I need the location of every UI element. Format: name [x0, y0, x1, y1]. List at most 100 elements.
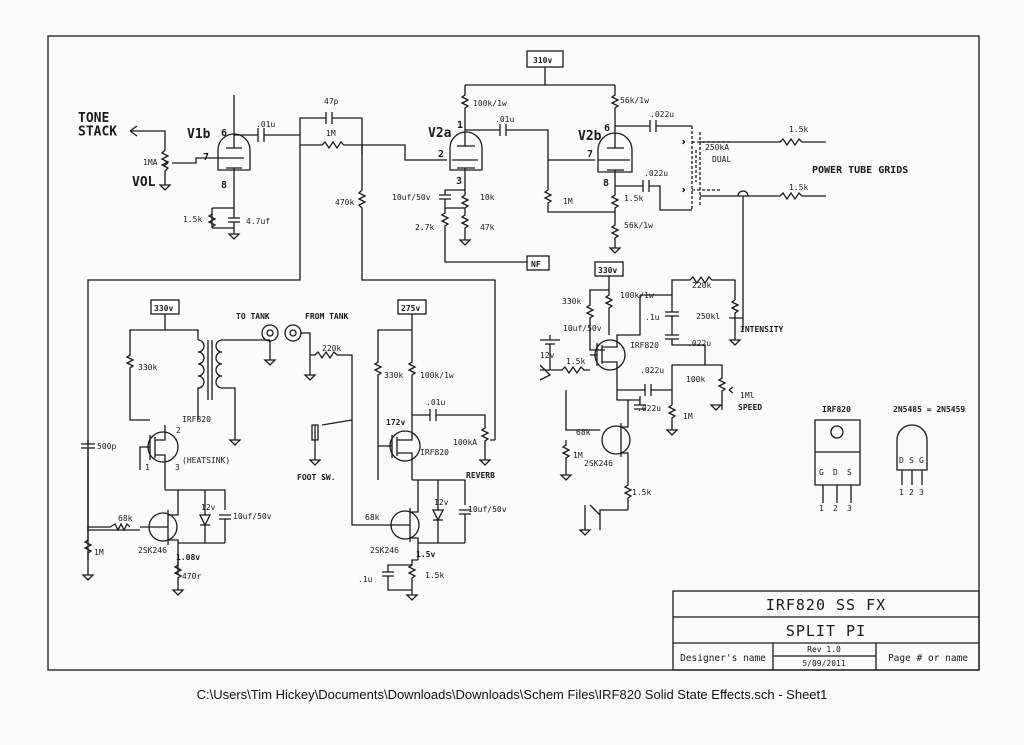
- r-220k-b-value: 220k: [692, 281, 711, 290]
- revision-label: Rev 1.0: [807, 645, 841, 654]
- designer-label: Designer's name: [680, 653, 766, 664]
- page-label: Page # or name: [888, 653, 968, 664]
- v-108-label: 1.08v: [176, 553, 200, 562]
- v2a-pin-plate: 1: [457, 120, 463, 131]
- v2a-pin-grid: 2: [438, 149, 444, 160]
- r-470r-value: 470r: [182, 572, 201, 581]
- c-01u-a-value: .01u: [256, 120, 275, 129]
- r-1m-d-value: 1M: [683, 412, 693, 421]
- jfet-b-value: 2SK246: [370, 546, 399, 555]
- nf-label: NF: [531, 260, 541, 269]
- irf820-tab-hole: [830, 425, 844, 439]
- r-470r: [171, 560, 185, 596]
- jfet-a-value: 2SK246: [138, 546, 167, 555]
- heatsink-label: (HEATSINK): [182, 456, 230, 465]
- title-block-subtitle: SPLIT PI: [786, 622, 866, 640]
- irf820-pin-d: D: [833, 468, 838, 477]
- footer-file-path: C:\Users\Tim Hickey\Documents\Downloads\…: [196, 687, 828, 702]
- c-022u-a-value: .022u: [650, 110, 674, 119]
- trem-zener-network: [539, 330, 605, 381]
- vol-pot-value: 1MA: [143, 158, 158, 167]
- c-022u-c-value: .022u: [687, 339, 711, 348]
- r-1m-a-value: 1M: [326, 129, 336, 138]
- tone-stack-arrow: [129, 125, 166, 150]
- v2b-pin-grid: 7: [587, 149, 593, 160]
- jfet-c-input: [559, 390, 600, 481]
- r-15k-out1-value: 1.5k: [789, 125, 808, 134]
- sheet-border: [47, 35, 980, 671]
- r-1m-b-wire: [543, 160, 615, 213]
- jfet-a-leads: [81, 489, 179, 581]
- c-01u-b-value: .01u: [495, 115, 514, 124]
- dual-label: DUAL: [712, 155, 731, 164]
- mosfet-b-leads: [378, 415, 413, 480]
- jfet-num-2: 2: [909, 488, 914, 497]
- b-plus-rail: [460, 67, 620, 130]
- foot-switch-jack: [308, 424, 322, 466]
- c-01u-a: [234, 128, 300, 142]
- c-10uf50v-b-value: 10uf/50v: [233, 512, 272, 521]
- feedback-network: [87, 112, 363, 560]
- intensity-label: INTENSITY: [740, 325, 784, 334]
- mosfet-b-body: [389, 430, 421, 462]
- foot-sw-label: FOOT SW.: [297, 473, 336, 482]
- mosfet-a-pin1: 1: [145, 463, 150, 472]
- jfet-b-source-network: [382, 559, 419, 601]
- v1b-pin-plate: 6: [221, 128, 227, 139]
- from-tank-jack-center: [289, 329, 297, 337]
- date-label: 5/09/2011: [802, 659, 846, 668]
- r-220k-a-value: 220k: [322, 344, 341, 353]
- to-tank-jack-center: [266, 329, 274, 337]
- c-022u-d-value: .022u: [640, 366, 664, 375]
- r-100k1w-c-value: 100k/1w: [620, 291, 654, 300]
- jfet-b-network: [380, 479, 471, 560]
- c-1u-b-value: .1u: [645, 313, 660, 322]
- v1b-electrodes: [224, 95, 244, 200]
- irf820-pinout-title: IRF820: [822, 405, 851, 414]
- r-330k-a-value: 330k: [138, 363, 157, 372]
- r-68k-c-value: 68k: [576, 428, 591, 437]
- from-tank-label: FROM TANK: [305, 312, 349, 321]
- c-500p-value: 500p: [97, 442, 116, 451]
- mosfet-c-body: [594, 339, 626, 371]
- trem-network-top: [585, 275, 743, 346]
- r-15k-out2-value: 1.5k: [789, 183, 808, 192]
- r-15k-a-value: 1.5k: [624, 194, 643, 203]
- c-022u-e-value: .022u: [637, 404, 661, 413]
- supply-330v-b: 330v: [598, 266, 617, 275]
- mosfet-a-value: IRF820: [182, 415, 211, 424]
- mosfet-a-body: [147, 431, 179, 463]
- irf820-num-1: 1: [819, 504, 824, 513]
- jfet-pinout-title: 2N5485 = 2N5459: [893, 405, 965, 414]
- irf820-num-2: 2: [833, 504, 838, 513]
- output-resistors: [700, 137, 826, 330]
- v2b-label: V2b: [578, 129, 602, 144]
- recovery-plate-network: [373, 314, 417, 480]
- power-tube-grids-label: POWER TUBE GRIDS: [812, 165, 908, 176]
- to-tank-gnd: [263, 341, 277, 366]
- irf820-pin-s: S: [847, 468, 852, 477]
- r-330k-c-value: 330k: [562, 297, 581, 306]
- v2a-grid-wire: [362, 144, 447, 161]
- pot-250ka-value: 250kA: [705, 143, 729, 152]
- r-68k-a-value: 68k: [118, 514, 133, 523]
- r-27k-value: 2.7k: [415, 223, 434, 232]
- dual-pot-250ka: [680, 126, 730, 210]
- v1b-cathode-network: [207, 200, 241, 240]
- v1b-pin-cath: 8: [221, 180, 227, 191]
- trem-phase-network: [665, 295, 727, 405]
- r-100k-d-value: 100k: [686, 375, 705, 384]
- r-15k-d-value: 1.5k: [632, 488, 651, 497]
- v2a-tube: [449, 130, 483, 190]
- trem-feedback-caps: [616, 364, 705, 410]
- r-1m-e-value: 1M: [573, 451, 583, 460]
- v1b-ck-value: 4.7uf: [246, 217, 270, 226]
- v2b-pin-cath: 8: [603, 178, 609, 189]
- mosfet-c-value: IRF820: [630, 341, 659, 350]
- recovery-input-wire: [351, 420, 380, 526]
- v1b-rk-value: 1.5k: [183, 215, 202, 224]
- mosfet-c-leads: [590, 295, 641, 390]
- pot-1m1-value: 1Ml: [740, 391, 755, 400]
